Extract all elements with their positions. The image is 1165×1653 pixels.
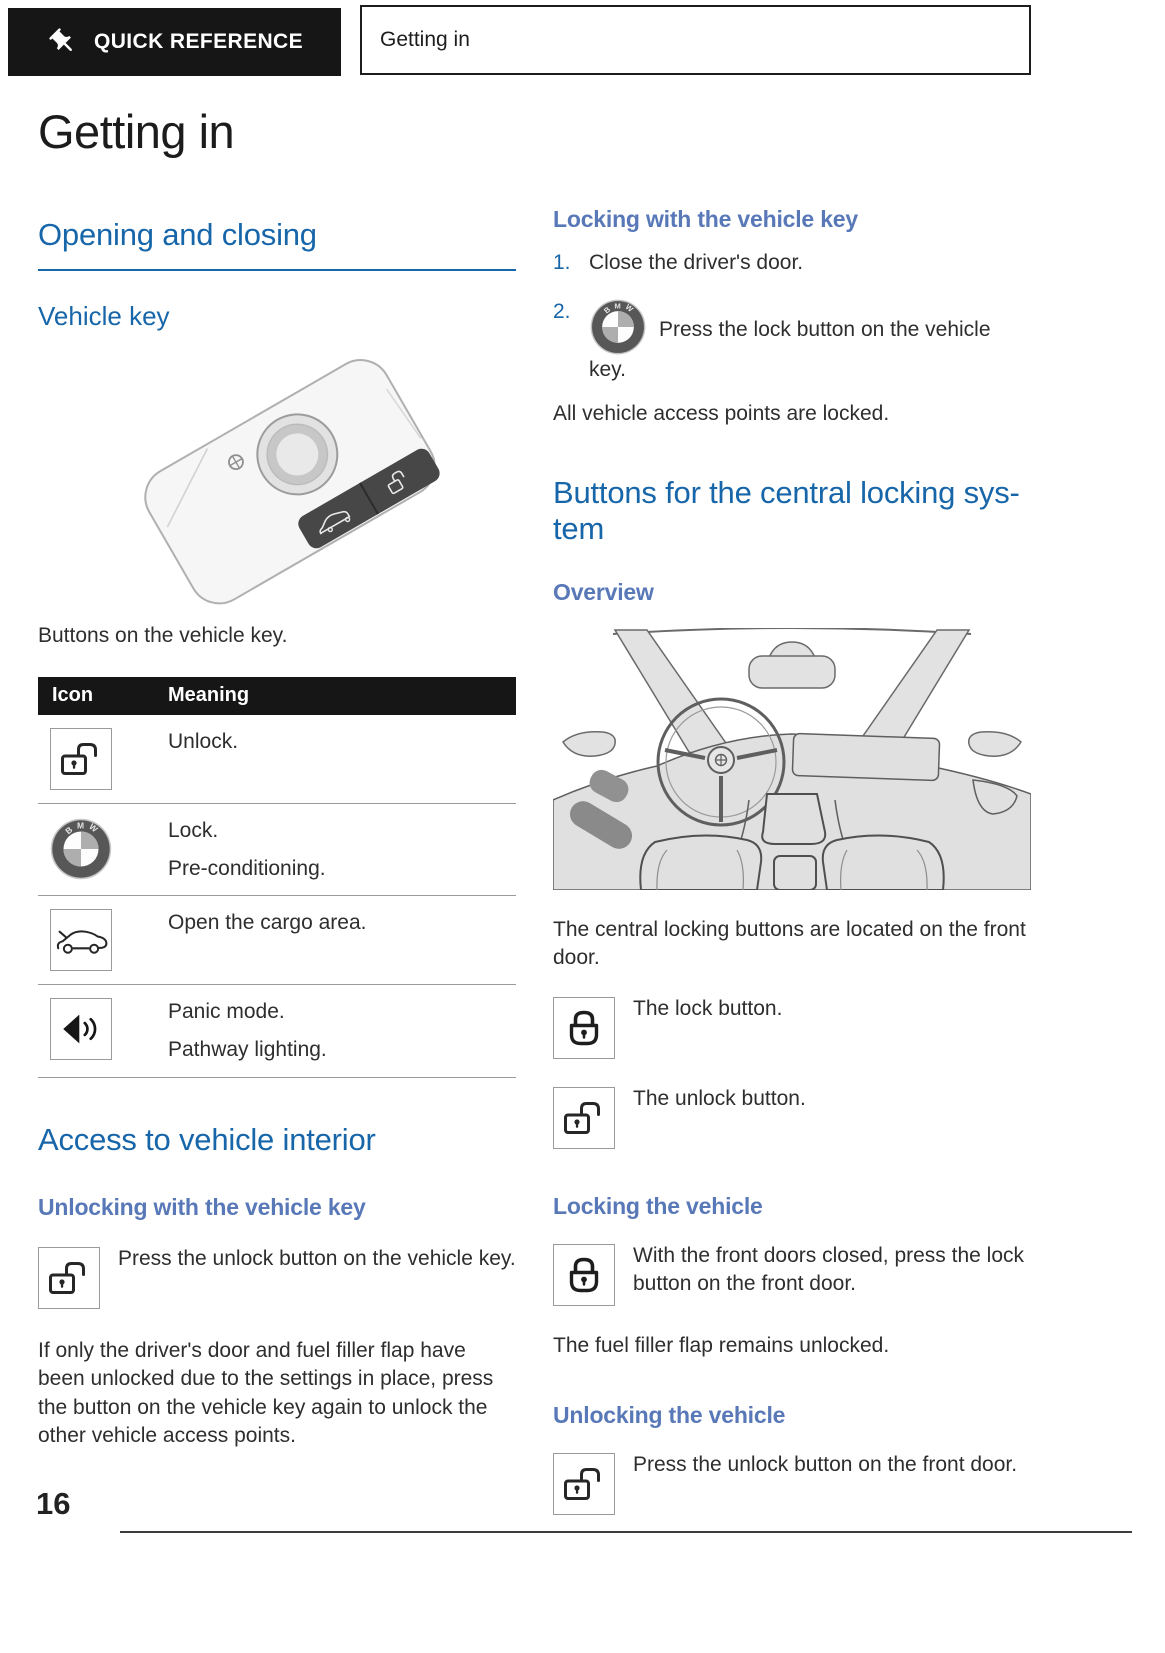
chapter-tab-label: Getting in <box>380 28 470 51</box>
list-item: 2. Press the lock button on the vehicle … <box>553 298 1031 385</box>
panic-mode-icon <box>50 998 112 1061</box>
table-row: Open the cargo area. <box>38 896 516 986</box>
vehicle-key-illustration <box>144 359 440 605</box>
step-text: Close the driver's door. <box>589 251 804 274</box>
section-access-to-vehicle-interior: Access to vehicle interior <box>38 1121 376 1157</box>
central-locking-buttons-highlight <box>569 800 633 849</box>
fuel-flap-text: The fuel filler flap remains unlocked. <box>553 1333 890 1357</box>
heading-locking-the-vehicle: Locking the vehicle <box>553 1192 763 1219</box>
step-number: 1. <box>553 251 571 274</box>
row-meaning: Panic mode. <box>168 1000 285 1024</box>
bmw-roundel-icon <box>589 298 647 356</box>
key-buttons-table: Icon Meaning Unlock. Lock. Pre-condition… <box>38 676 516 1078</box>
unlock-button-text: The unlock button. <box>633 1086 806 1110</box>
column-meaning: Meaning <box>168 684 250 707</box>
unlock-icon <box>553 1086 615 1149</box>
table-row: Unlock. <box>38 715 516 804</box>
open-cargo-area-icon <box>50 909 112 972</box>
table-row: Panic mode. Pathway lighting. <box>38 985 516 1078</box>
bmw-roundel-icon <box>49 817 113 881</box>
quick-reference-label: QUICK REFERENCE <box>94 30 304 53</box>
lock-icon <box>553 996 615 1059</box>
locking-vehicle-text: With the front doors closed, press the l… <box>633 1243 1025 1296</box>
locking-vehicle-row: With the front doors closed, press the l… <box>553 1243 1031 1306</box>
lock-icon <box>553 1243 615 1306</box>
car-interior-illustration <box>553 627 1031 890</box>
table-row: Lock. Pre-conditioning. <box>38 804 516 897</box>
pushpin-icon <box>49 28 72 51</box>
left-column: Getting in Opening and closing Vehicle k… <box>38 0 516 1451</box>
lock-button-text: The lock button. <box>633 996 783 1020</box>
subsection-vehicle-key: Vehicle key <box>38 301 170 331</box>
right-column: Locking with the vehicle key 1. Close th… <box>553 0 1031 1516</box>
unlock-icon <box>38 1246 100 1309</box>
page-title: Getting in <box>38 105 235 158</box>
heading-locking-with-vehicle-key: Locking with the vehicle key <box>553 206 858 232</box>
quick-reference-badge: QUICK REFERENCE <box>8 8 341 76</box>
step-number: 2. <box>553 299 571 323</box>
section-central-locking-buttons: Buttons for the central locking sys­tem <box>553 474 1020 546</box>
chapter-tab: Getting in <box>360 5 1031 75</box>
unlock-icon <box>553 1453 615 1516</box>
door-handle-highlight <box>589 769 629 802</box>
table-header: Icon Meaning <box>38 676 516 715</box>
step-text: Press the lock button on the vehicle key… <box>589 298 1031 385</box>
page-number: 16 <box>36 1486 71 1521</box>
unlock-icon <box>50 727 112 790</box>
heading-unlocking-the-vehicle: Unlocking the vehicle <box>553 1402 786 1429</box>
key-buttons-caption: Buttons on the vehicle key. <box>38 624 288 647</box>
row-meaning: Unlock. <box>168 729 239 753</box>
list-item: 1. Close the driver's door. <box>553 249 1031 278</box>
instruction-text: Press the unlock button on the vehicle k… <box>118 1246 516 1270</box>
all-locked-text: All vehicle access points are locked. <box>553 402 890 426</box>
row-meaning: Lock. <box>168 818 219 842</box>
heading-overview: Overview <box>553 578 654 605</box>
unlock-button-row: The unlock button. <box>553 1086 1031 1149</box>
unlocking-vehicle-row: Press the unlock button on the front doo… <box>553 1453 1031 1516</box>
row-meaning: Pre-conditioning. <box>168 856 326 880</box>
unlocking-vehicle-text: Press the unlock button on the front doo… <box>633 1453 1018 1477</box>
row-meaning: Pathway lighting. <box>168 1038 327 1062</box>
section-opening-and-closing: Opening and closing <box>38 217 516 271</box>
column-icon: Icon <box>52 684 94 707</box>
lock-button-row: The lock button. <box>553 996 1031 1059</box>
row-meaning: Open the cargo area. <box>168 911 367 935</box>
heading-unlocking-with-vehicle-key: Unlocking with the vehicle key <box>38 1193 366 1220</box>
footer-rule <box>120 1531 1132 1533</box>
unlock-instruction: Press the unlock button on the vehicle k… <box>38 1246 516 1309</box>
central-buttons-text: The central locking buttons are located … <box>553 917 1026 970</box>
unlocking-note: If only the driver's door and fuel fille… <box>38 1338 494 1448</box>
locking-steps: 1. Close the driver's door. 2. Press the… <box>553 249 1031 384</box>
